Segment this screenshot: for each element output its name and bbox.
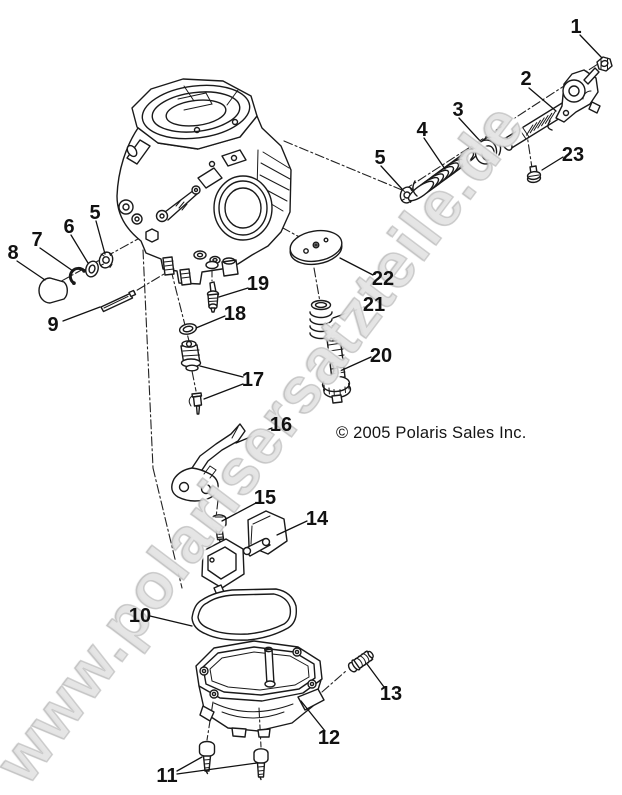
callout-5-left: 5 xyxy=(89,202,101,224)
part-14-float-assembly xyxy=(201,510,288,596)
part-18-o-ring xyxy=(178,323,198,335)
part-carburetor-body xyxy=(116,78,292,286)
callout-5-right: 5 xyxy=(374,147,386,169)
part-16-bracket xyxy=(171,423,246,502)
part-13-drain-screw xyxy=(347,650,374,673)
callout-6: 6 xyxy=(63,216,75,238)
part-17-needle-valve xyxy=(188,392,203,415)
callout-15: 15 xyxy=(253,487,277,509)
callout-3: 3 xyxy=(452,99,464,121)
part-7-c-clip xyxy=(68,266,87,285)
part-10-gasket xyxy=(191,588,298,641)
callout-21: 21 xyxy=(362,294,386,316)
part-5-left-nut xyxy=(98,251,114,269)
carburetor-top-flange xyxy=(131,78,258,150)
part-19-needle-jet xyxy=(206,281,220,313)
callout-2: 2 xyxy=(520,68,532,90)
callout-4: 4 xyxy=(416,119,428,141)
callout-7: 7 xyxy=(31,229,43,251)
part-11-bowl-screws xyxy=(198,740,269,781)
callout-10: 10 xyxy=(128,605,152,627)
part-22-cover-disc xyxy=(289,229,343,266)
callout-18: 18 xyxy=(223,303,247,325)
throttle-linkage xyxy=(155,160,223,223)
callout-16: 16 xyxy=(269,414,293,436)
part-12-float-bowl xyxy=(195,640,325,738)
part-4-spring xyxy=(407,142,480,202)
callout-leader-lines xyxy=(16,34,603,775)
copyright-text: © 2005 Polaris Sales Inc. xyxy=(336,424,527,442)
part-1-nut xyxy=(596,56,613,72)
part-15-screw xyxy=(211,514,227,543)
callout-22: 22 xyxy=(371,268,395,290)
part-21-spring xyxy=(309,299,333,340)
part-2-throttle-shaft xyxy=(501,67,601,151)
diaphragm-chamber-rings xyxy=(213,175,273,241)
body-bottom-fittings xyxy=(162,250,239,286)
callout-17: 17 xyxy=(241,369,265,391)
part-9-pin xyxy=(100,289,137,313)
callout-12: 12 xyxy=(317,727,341,749)
callout-14: 14 xyxy=(305,508,329,530)
part-3-bushing xyxy=(474,136,502,165)
part-8-cap xyxy=(38,277,69,304)
callout-1: 1 xyxy=(570,16,582,38)
part-17-jet-holder xyxy=(180,340,202,372)
callout-9: 9 xyxy=(47,314,59,336)
callout-8: 8 xyxy=(7,242,19,264)
part-23-screw xyxy=(526,165,542,184)
callout-20: 20 xyxy=(369,345,393,367)
callout-23: 23 xyxy=(561,144,585,166)
callout-13: 13 xyxy=(379,683,403,705)
callout-11: 11 xyxy=(156,765,178,787)
part-6-washer xyxy=(85,260,99,278)
callout-19: 19 xyxy=(246,273,270,295)
part-20-adjuster-screw xyxy=(321,334,352,404)
